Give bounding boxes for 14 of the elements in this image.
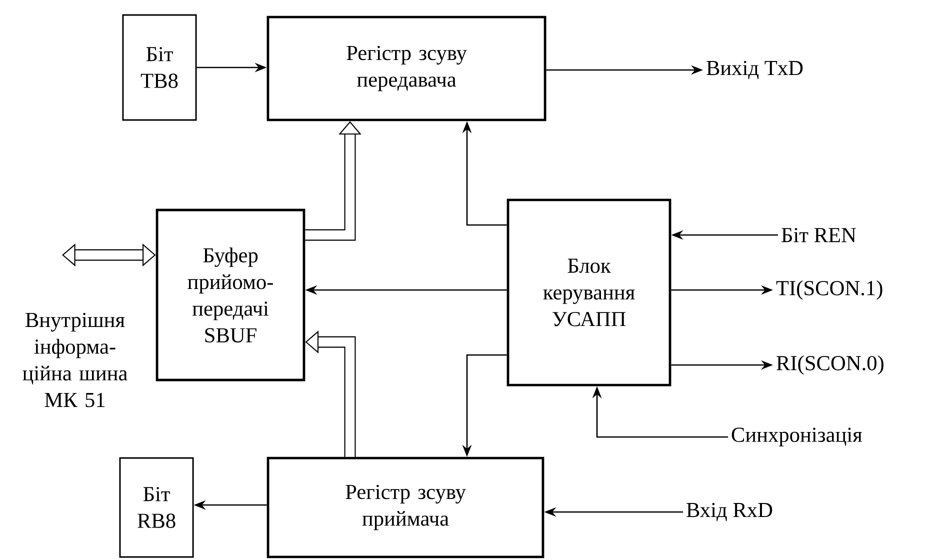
register-box: Регістр зсуву передавача — [266, 16, 546, 122]
control-box: Блок керування УСАПП — [506, 198, 672, 386]
signal-label: Вхід RxD — [686, 502, 772, 522]
signal-label: RI(SCON.0) — [776, 355, 884, 375]
bus-label: Внутрішня інформа-ційна шина МК 51 — [22, 312, 128, 408]
bit-box: Біт RB8 — [119, 457, 194, 558]
bit-box: Біт TB8 — [122, 14, 197, 121]
signal-label: Біт REN — [782, 228, 856, 242]
signal-label: TI(SCON.1) — [776, 280, 882, 300]
bus-arrow — [62, 244, 156, 266]
buffer-box: Буфер прийомо-передачі SBUF — [156, 208, 306, 382]
signal-label: Вихід TxD — [706, 60, 803, 80]
register-box: Регістр зсуву приймача — [266, 456, 544, 558]
signal-label: Синхронізація — [732, 428, 862, 446]
